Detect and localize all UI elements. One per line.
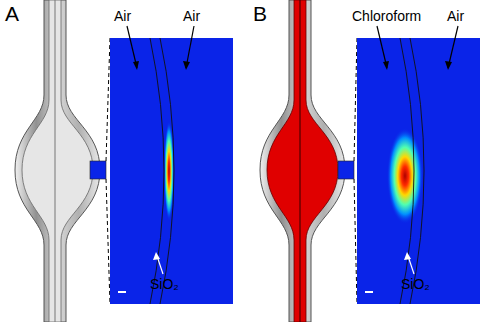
field-plot-a bbox=[110, 38, 233, 304]
material-label: SiO₂ bbox=[150, 277, 179, 291]
zoom-line bbox=[106, 179, 110, 304]
arrowhead bbox=[153, 252, 160, 260]
medium-label: Air bbox=[183, 9, 200, 23]
arrowhead bbox=[183, 61, 190, 70]
zoom-line bbox=[354, 179, 357, 304]
field-plot-b bbox=[357, 38, 480, 304]
zoom-box bbox=[90, 161, 106, 179]
arrowhead bbox=[404, 252, 411, 260]
panel-letter: A bbox=[5, 3, 19, 24]
zoom-line bbox=[106, 38, 110, 161]
fiber-a bbox=[15, 0, 100, 322]
zoom-box bbox=[338, 161, 354, 179]
arrowhead bbox=[133, 61, 139, 70]
medium-label: Air bbox=[114, 9, 131, 23]
arrowhead bbox=[445, 61, 452, 70]
material-label: SiO₂ bbox=[401, 277, 430, 291]
panel-letter: B bbox=[253, 3, 267, 24]
arrowhead bbox=[383, 61, 389, 70]
medium-label: Air bbox=[447, 9, 464, 23]
fiber-b bbox=[260, 0, 345, 322]
medium-label: Chloroform bbox=[352, 9, 421, 23]
zoom-line bbox=[354, 38, 357, 161]
